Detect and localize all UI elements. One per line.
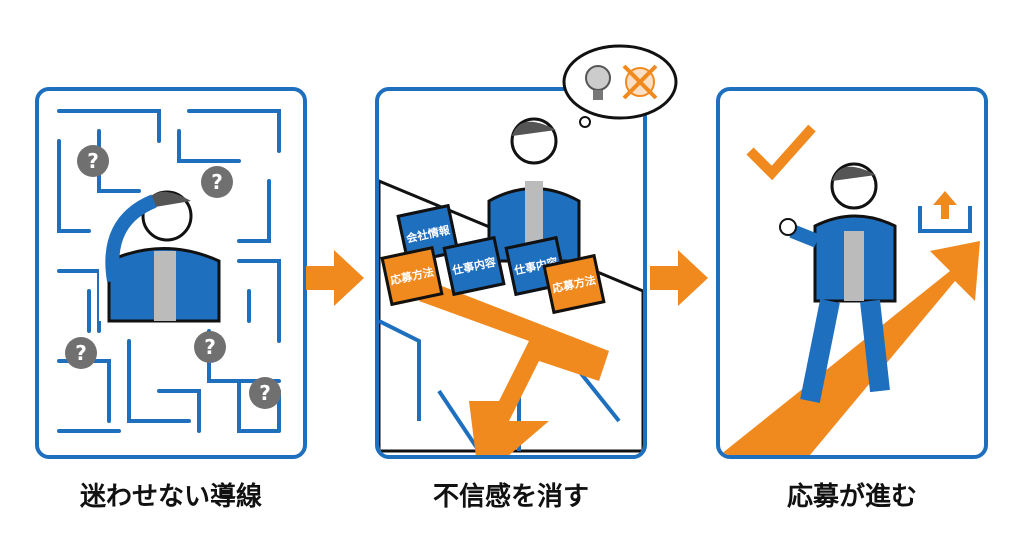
question-mark-icons: [65, 145, 281, 409]
maze-illustration: ? ? ? ? ?: [57, 109, 281, 433]
apply-panel: [716, 87, 988, 459]
step-2-caption: 不信感を消す: [432, 482, 589, 512]
question-mark: ?: [204, 335, 216, 359]
step-3-caption: 応募が進む: [786, 482, 917, 512]
upload-icon: [918, 191, 972, 233]
step-1-caption: 迷わせない導線: [79, 482, 262, 512]
arrow-right-icon: [650, 250, 710, 306]
orange-paths-arrow: [419, 281, 609, 455]
confused-person-icon: [99, 190, 229, 323]
upward-path-arrow: [720, 241, 980, 455]
maze-panel: ? ? ? ? ?: [35, 87, 307, 459]
trust-panel: 会社情報 応募方法 仕事内容 仕事内容 応募方法: [375, 87, 647, 459]
lightbulb-icon: [585, 65, 611, 100]
question-mark: ?: [259, 381, 271, 405]
walking-person-thumbs-up-icon: [779, 162, 897, 403]
thought-bubble: [560, 42, 680, 132]
question-mark: ?: [211, 170, 223, 194]
arrow-right-icon: [306, 250, 366, 306]
checkmark-icon: [746, 124, 816, 181]
question-mark: ?: [87, 149, 99, 173]
crossed-out-worried-face-icon: [622, 64, 658, 100]
question-mark: ?: [75, 341, 87, 365]
